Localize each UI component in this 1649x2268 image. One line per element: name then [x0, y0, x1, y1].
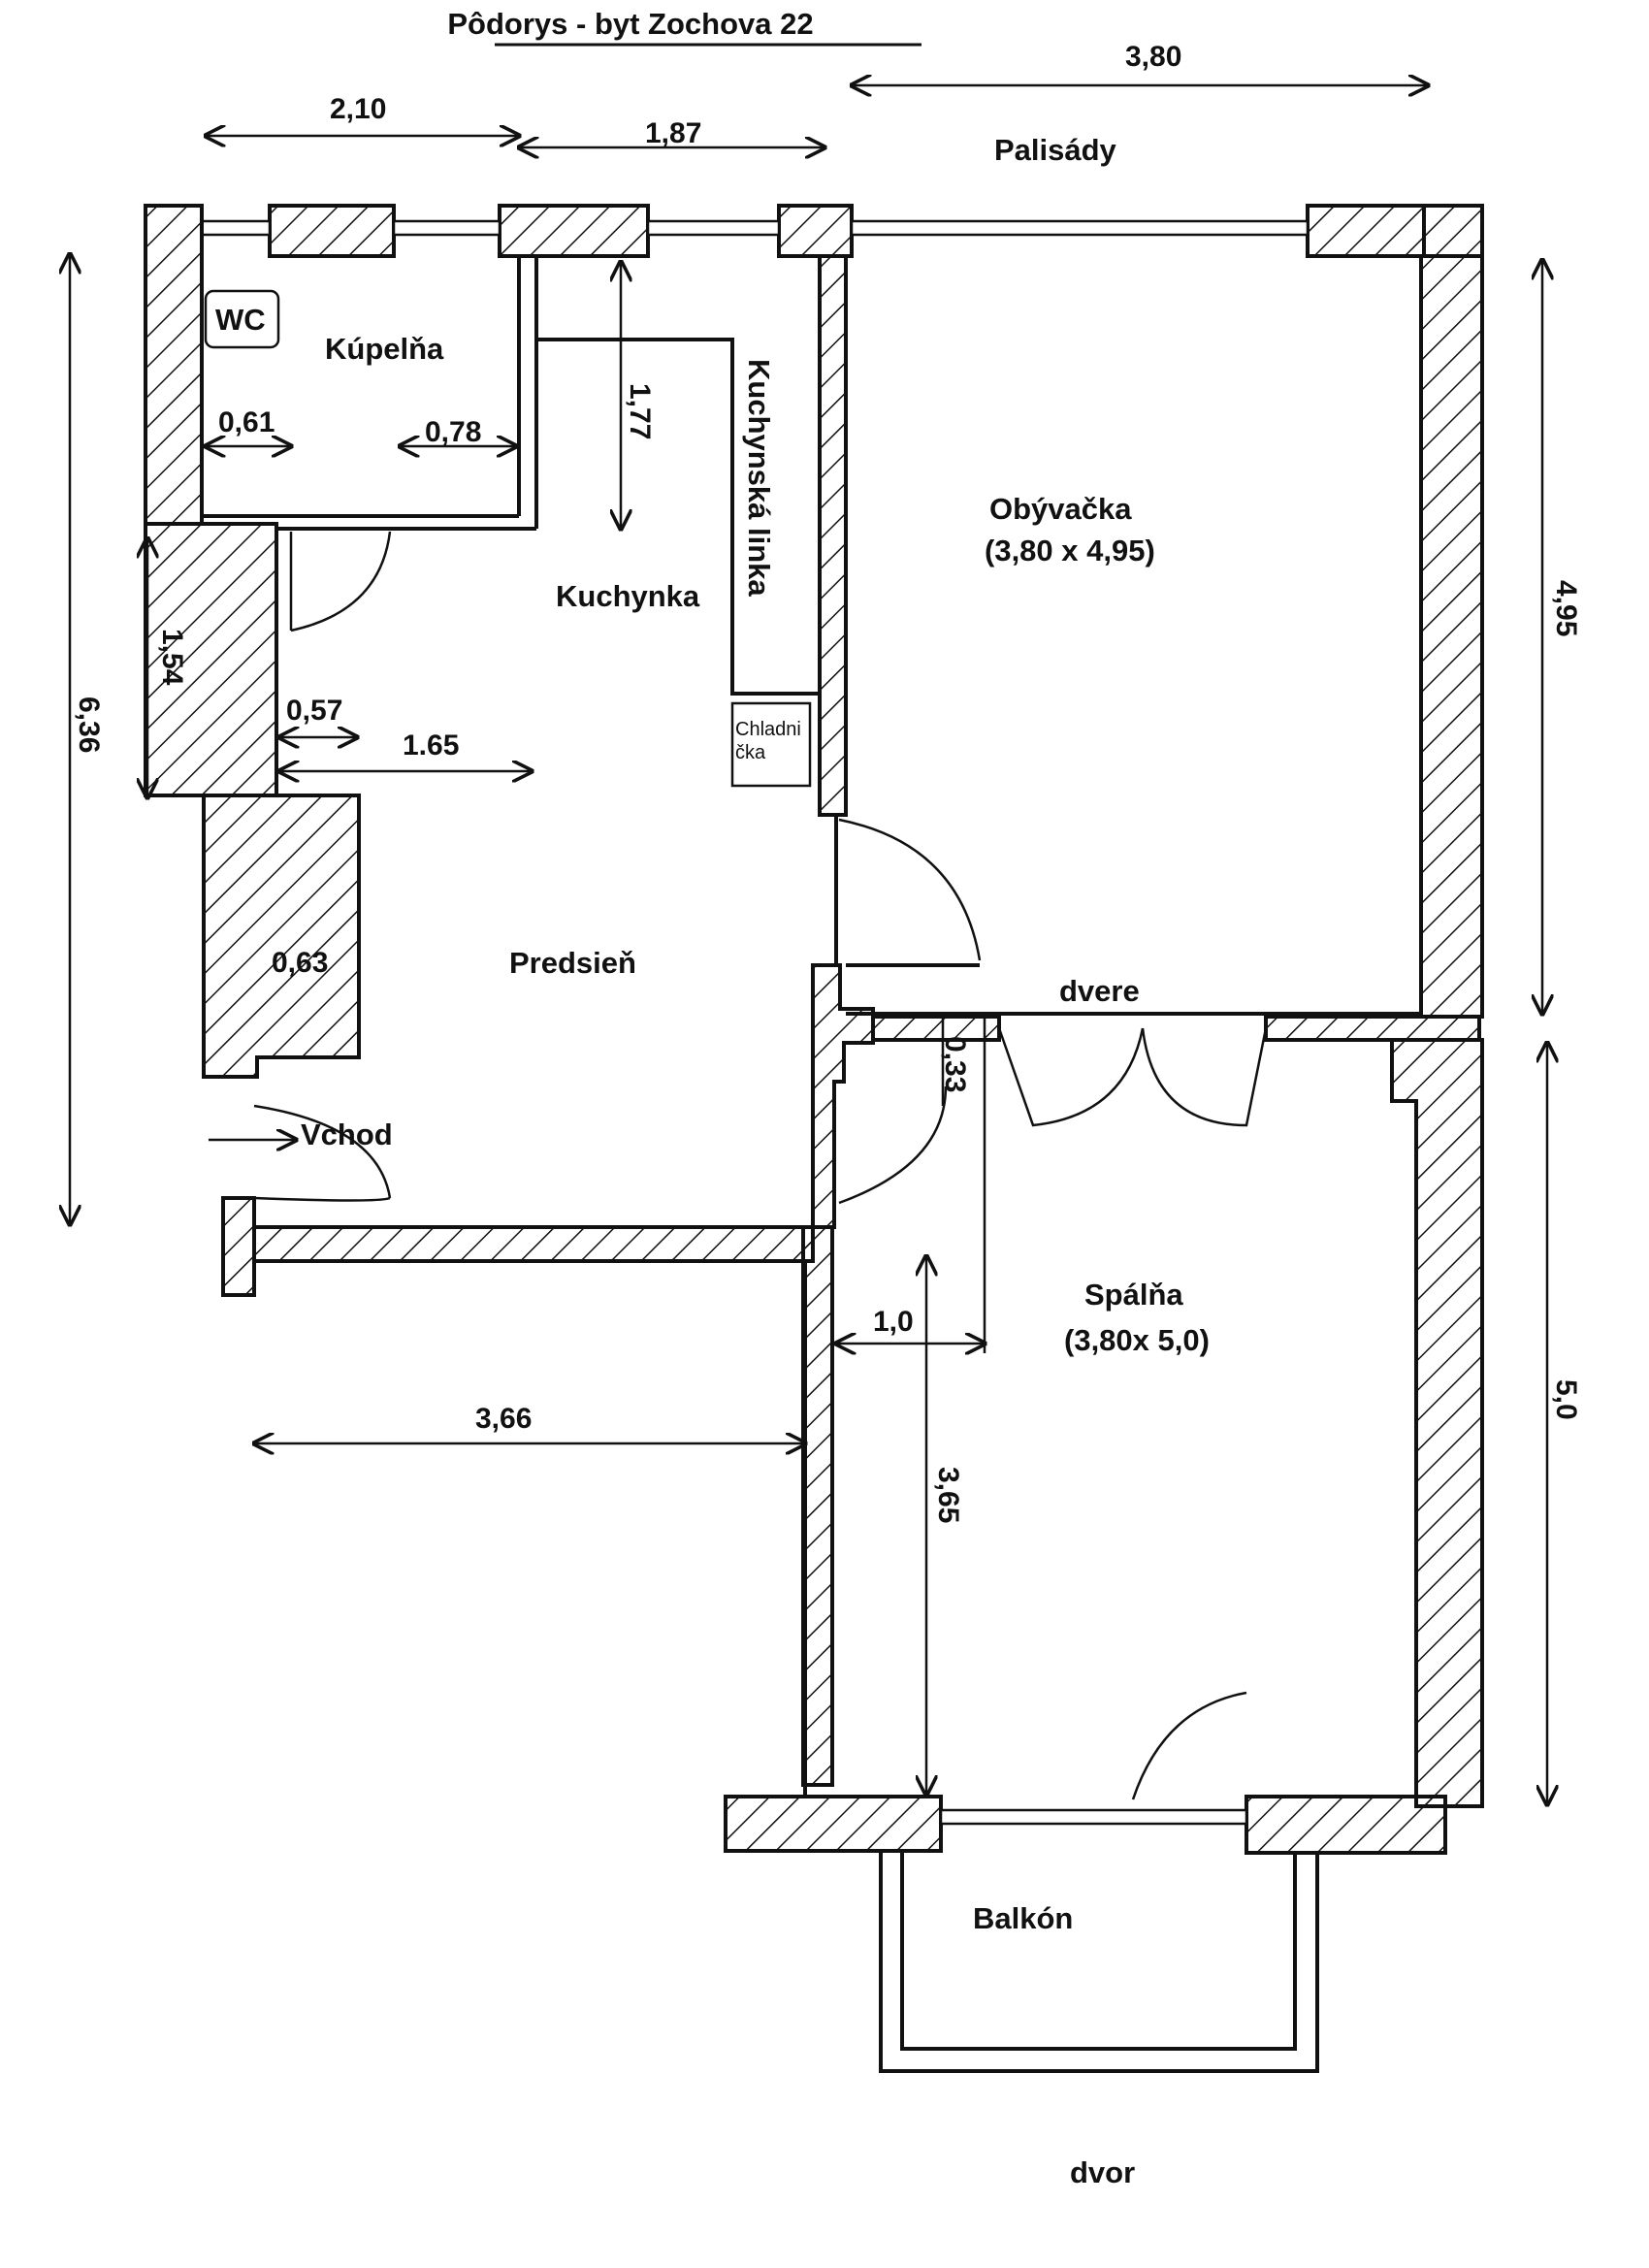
dimension-lines [70, 85, 1547, 1804]
dim-bedroom-inner: 3,65 [932, 1467, 964, 1523]
label-bedroom: Spálňa [1084, 1278, 1183, 1312]
wall-pier-4 [1306, 204, 1426, 258]
dim-wc-depth: 0,61 [218, 406, 275, 438]
wc-box: WC [204, 289, 280, 349]
door-bedroom-double-swing-2 [1141, 1027, 1268, 1127]
dim-bedroom-offset: 1,0 [873, 1306, 914, 1338]
label-fridge-2: čka [735, 742, 766, 763]
label-fridge-1: Chladni [735, 719, 801, 740]
label-bedroom-size: (3,80x 5,0) [1064, 1323, 1210, 1357]
dim-bath-width: 2,10 [330, 93, 386, 125]
door-living-swing [838, 818, 982, 961]
dim-total-len: 6,36 [73, 697, 105, 753]
window-bath [200, 219, 272, 237]
wall-bedroom-top [871, 1015, 1001, 1042]
dim-small-wall: 0,33 [939, 1036, 971, 1092]
wall-bottom-left [724, 1795, 943, 1853]
label-wc: WC [215, 303, 266, 337]
wall-right-bedroom [1390, 1038, 1484, 1808]
balcony-outline [879, 1851, 1319, 2073]
wall-pier-2 [498, 204, 650, 258]
dim-living-width: 3,80 [1125, 41, 1181, 73]
kitchen-counter-outline [536, 338, 820, 696]
dim-kitchen-width: 1,87 [645, 117, 701, 149]
door-balcony-swing [1131, 1691, 1247, 1800]
label-yard: dvor [1070, 2155, 1135, 2189]
wall-right-living [1419, 254, 1484, 1019]
dim-hall-len: 1,54 [156, 629, 188, 686]
wall-pier-1 [268, 204, 396, 258]
label-kitchen-counter: Kuchynská linka [742, 359, 776, 597]
wall-bottom-right [1245, 1795, 1447, 1855]
dim-lower-width: 3,66 [475, 1403, 532, 1435]
fridge-box [730, 701, 812, 788]
wall-hall-bottom [252, 1225, 815, 1263]
wall-central-mid [811, 963, 875, 1229]
door-bath-swing [289, 531, 392, 632]
wall-central-upper [818, 254, 848, 817]
wall-left-bath [144, 204, 204, 526]
dim-hall-width: 1.65 [403, 729, 459, 761]
wall-entrance-jamb [221, 1196, 256, 1297]
plan-title: Pôdorys - byt Zochova 22 [447, 7, 813, 41]
label-living-room: Obývačka [989, 492, 1132, 526]
dim-living-len: 4,95 [1550, 580, 1582, 636]
label-living-room-size: (3,80 x 4,95) [985, 534, 1155, 567]
label-door: dvere [1059, 974, 1140, 1008]
label-balcony: Balkón [973, 1901, 1073, 1935]
wall-left-hall [202, 794, 361, 1079]
dim-kitchen-len: 1,77 [624, 383, 656, 439]
label-hallway: Predsieň [509, 946, 636, 980]
wall-top-right-end [1422, 204, 1484, 258]
dim-wall-offset: 0,57 [286, 695, 342, 727]
door-entrance-swing [253, 1104, 392, 1202]
dim-bath-depth: 0,78 [425, 416, 481, 448]
label-street: Palisády [994, 133, 1117, 167]
balcony-door-frame [939, 1808, 1248, 1826]
window-living [850, 219, 1310, 237]
window-kitchen [646, 219, 781, 237]
label-entrance: Vchod [301, 1118, 393, 1151]
wall-lower-right-stub [1264, 1015, 1481, 1042]
door-bedroom-double-swing-1 [997, 1027, 1145, 1127]
door-hall-swing [838, 1085, 948, 1205]
label-kitchenette: Kuchynka [556, 579, 700, 613]
balcony-inner-outline [900, 1851, 1297, 2051]
dim-niche: 0,63 [272, 947, 328, 979]
wall-pier-3 [777, 204, 854, 258]
wall-bedroom-left [801, 1225, 834, 1787]
window-bath-2 [392, 219, 501, 237]
dim-bedroom-len: 5,0 [1550, 1379, 1582, 1420]
label-bathroom: Kúpelňa [325, 332, 444, 366]
